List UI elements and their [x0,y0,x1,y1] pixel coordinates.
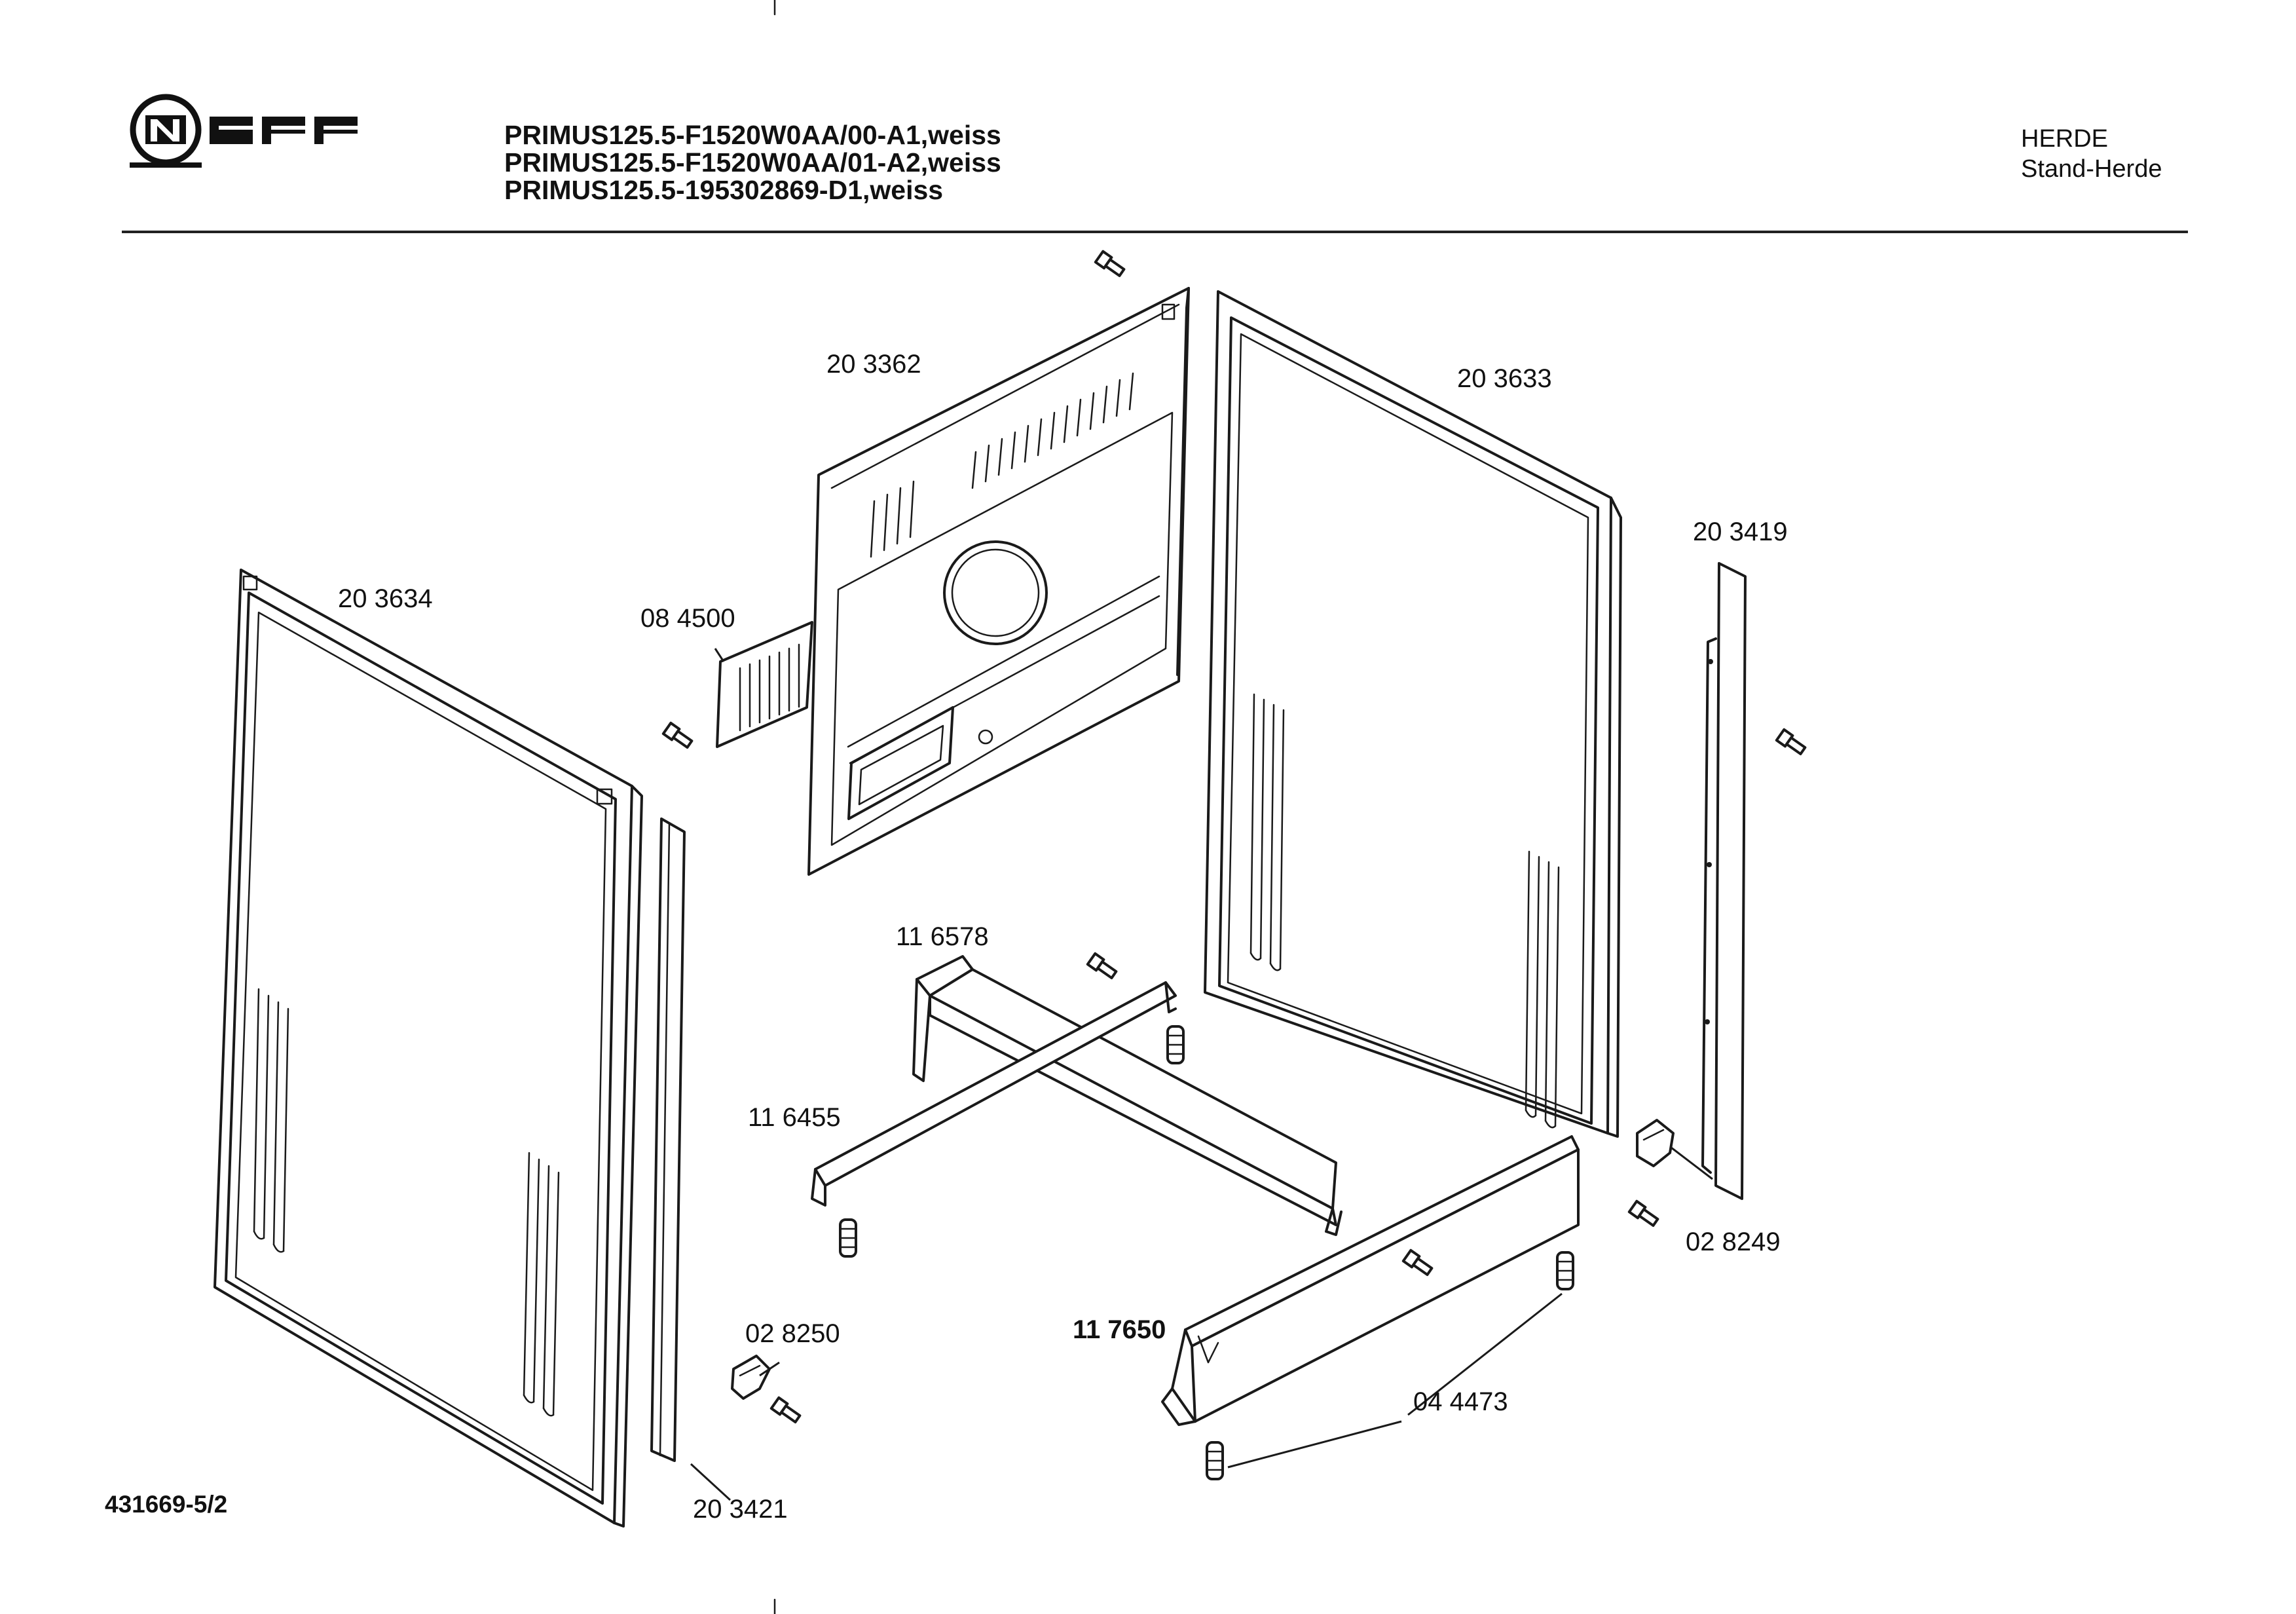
label-cross-bar: 11 6578 [896,922,989,951]
subcategory: Stand-Herde [2021,155,2162,183]
header-rule [122,231,2188,233]
label-leveling-feet: 04 4473 [1413,1387,1508,1416]
left-clip [731,1355,771,1400]
vent-grille [716,621,813,748]
left-side-panel [213,569,643,1528]
model-line-2: PRIMUS125.5-F1520W0AA/01-A2,weiss [504,147,1001,178]
label-base-rail: 11 6455 [748,1103,841,1132]
front-base-rail [1161,1135,1580,1426]
model-line-1: PRIMUS125.5-F1520W0AA/00-A1,weiss [504,120,1001,150]
label-vent-grille: 08 4500 [640,604,735,633]
label-left-clip: 02 8250 [745,1319,840,1348]
label-right-side-panel: 20 3633 [1457,364,1552,393]
base-rail [811,981,1177,1207]
right-clip [1636,1119,1675,1167]
label-left-side-panel: 20 3634 [338,584,433,613]
screws [661,250,1807,1423]
right-side-panel [1204,290,1622,1138]
leader-lines [690,648,1713,1501]
label-right-clip: 02 8249 [1686,1228,1781,1256]
left-strip [650,817,686,1462]
label-front-base-rail: 11 7650 [1073,1315,1166,1344]
document-number: 431669-5/2 [105,1491,228,1518]
right-strip [1701,562,1747,1200]
neff-logo [130,94,358,168]
leveling-feet [839,1025,1574,1480]
label-back-panel: 20 3362 [826,350,921,379]
model-line-3: PRIMUS125.5-195302869-D1,weiss [504,175,944,205]
category: HERDE [2021,125,2109,153]
label-right-strip: 20 3419 [1693,517,1788,546]
back-panel [807,287,1190,876]
label-left-strip: 20 3421 [693,1495,788,1524]
